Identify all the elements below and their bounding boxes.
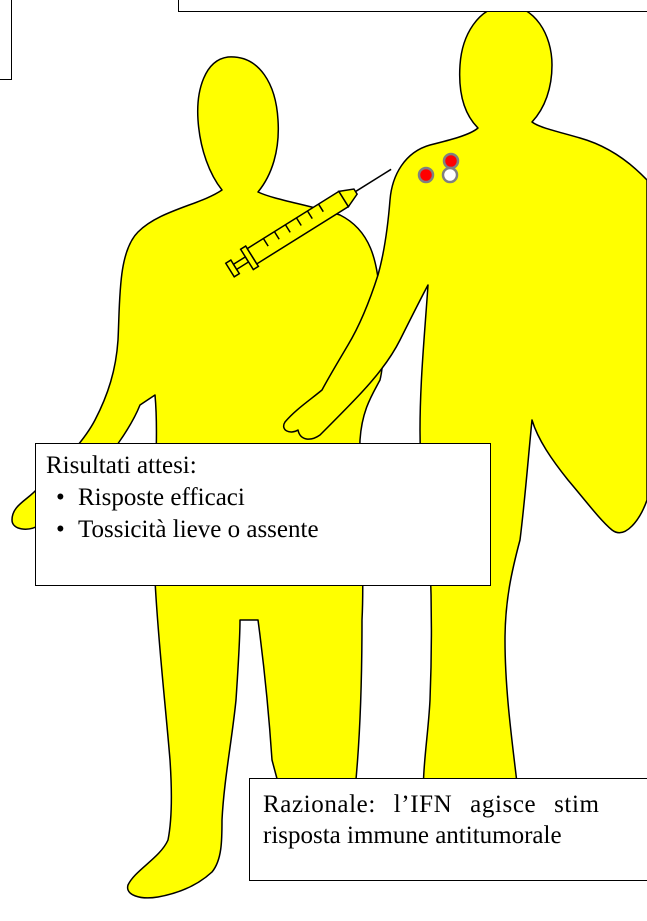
expected-results-item: • Tossicità lieve o assente xyxy=(78,514,480,546)
expected-results-box: Risultati attesi: • Risposte efficaci • … xyxy=(35,443,491,586)
rationale-line-2: risposta immune antitumorale xyxy=(263,820,647,851)
cropped-text-box-left xyxy=(0,0,12,80)
injection-marker-red-2 xyxy=(444,154,458,168)
injection-marker-white xyxy=(443,168,457,182)
rationale-line-1: Razionale: l’IFN agisce stim xyxy=(263,789,647,820)
expected-results-list: • Risposte efficaci • Tossicità lieve o … xyxy=(46,482,480,546)
bullet-icon: • xyxy=(56,514,65,546)
cropped-text-box-top xyxy=(178,0,647,12)
rationale-box: Razionale: l’IFN agisce stim risposta im… xyxy=(249,778,647,881)
expected-results-heading: Risultati attesi: xyxy=(46,450,480,482)
expected-results-item: • Risposte efficaci xyxy=(78,482,480,514)
bullet-icon: • xyxy=(56,482,65,514)
injection-marker-red-1 xyxy=(419,168,433,182)
